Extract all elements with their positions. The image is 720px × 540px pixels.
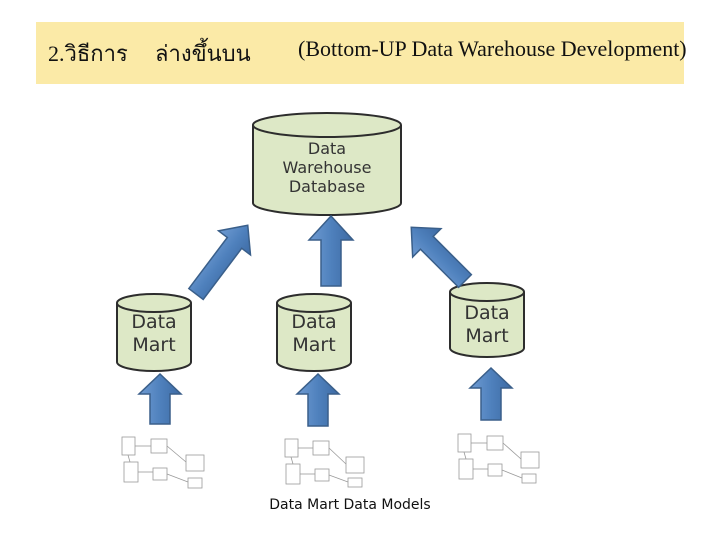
arrow-right-mart-to-warehouse [410,226,473,289]
arrow-left-model-to-mart [137,372,183,425]
title-bar [36,22,684,84]
arrow-right-model-to-mart [468,366,514,421]
warehouse-label-line3: Database [288,177,366,197]
arrow-center-mart-to-warehouse [307,214,355,287]
mart-label-right-line1: Data [464,302,510,324]
mart-label-left: Data Mart [117,311,191,357]
mart-label-right: Data Mart [450,302,524,348]
title-thai: ล่างขึ้นบน [155,41,251,66]
mart-label-center-line1: Data [291,311,337,333]
data-model-thumbnail-center [284,438,365,488]
warehouse-cylinder [252,112,402,216]
data-models-caption: Data Mart Data Models [269,497,431,513]
warehouse-label-line2: Warehouse [282,158,372,178]
mart-label-right-line2: Mart [465,324,509,347]
title-english: (Bottom-UP Data Warehouse Development) [298,36,687,61]
data-model-thumbnail-right [457,433,540,484]
mart-cylinder-right [449,282,525,358]
mart-label-left-line2: Mart [132,333,176,356]
arrow-left-mart-to-warehouse [187,224,252,301]
mart-label-center-line2: Mart [292,333,336,356]
title-number: 2.วิธีการ [48,41,128,66]
data-model-thumbnail-left [121,436,205,489]
mart-label-left-line1: Data [131,311,177,333]
warehouse-label: Data Warehouse Database [253,139,401,197]
mart-cylinder-center [276,293,352,372]
warehouse-label-line1: Data [307,139,347,158]
mart-cylinder-left [116,293,192,372]
mart-label-center: Data Mart [277,311,351,357]
arrow-center-model-to-mart [295,372,341,427]
